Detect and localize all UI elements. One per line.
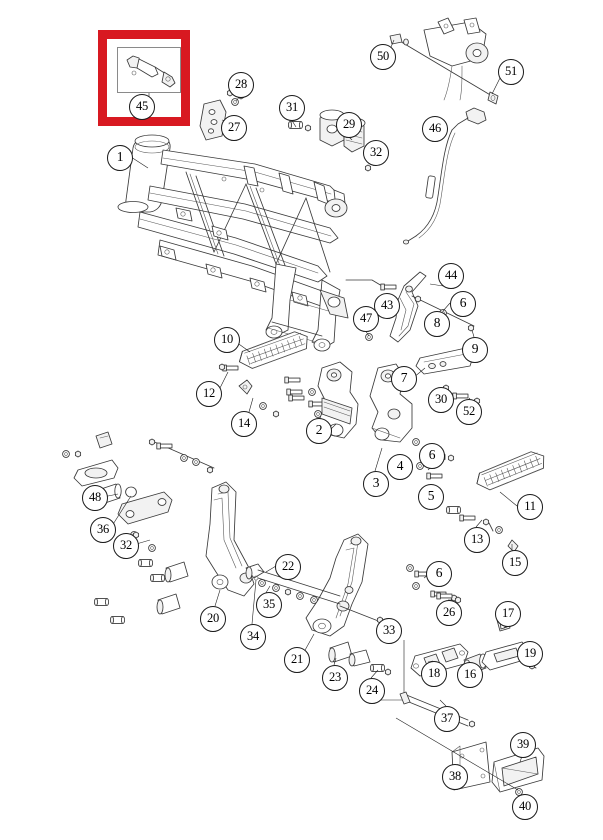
callout-6[interactable]: 6: [450, 291, 476, 317]
part-21-art: [305, 533, 369, 637]
detail-45-art: [126, 55, 176, 100]
callout-12[interactable]: 12: [196, 381, 222, 407]
callout-18[interactable]: 18: [421, 661, 447, 687]
callout-52[interactable]: 52: [456, 399, 482, 425]
callout-6[interactable]: 6: [419, 443, 445, 469]
callout-19[interactable]: 19: [517, 641, 543, 667]
callout-36[interactable]: 36: [90, 517, 116, 543]
part-27-28-art: [199, 89, 245, 141]
small-hardware-right: [406, 506, 519, 602]
callout-16[interactable]: 16: [457, 662, 483, 688]
callout-32[interactable]: 32: [363, 140, 389, 166]
callout-31[interactable]: 31: [279, 95, 305, 121]
callout-45[interactable]: 45: [129, 94, 155, 120]
callout-35[interactable]: 35: [256, 592, 282, 618]
callout-6[interactable]: 6: [426, 561, 452, 587]
callout-26[interactable]: 26: [436, 600, 462, 626]
callout-47[interactable]: 47: [353, 306, 379, 332]
callout-39[interactable]: 39: [510, 732, 536, 758]
callout-17[interactable]: 17: [495, 601, 521, 627]
callout-27[interactable]: 27: [221, 115, 247, 141]
callout-33[interactable]: 33: [376, 618, 402, 644]
callout-21[interactable]: 21: [284, 647, 310, 673]
callout-40[interactable]: 40: [512, 794, 538, 820]
part-12-14-art: [218, 363, 325, 418]
part-20-art: [205, 481, 255, 597]
callout-44[interactable]: 44: [438, 263, 464, 289]
callout-3[interactable]: 3: [363, 471, 389, 497]
callout-8[interactable]: 8: [424, 311, 450, 337]
frame-assembly: [117, 134, 349, 352]
callout-14[interactable]: 14: [231, 411, 257, 437]
callout-11[interactable]: 11: [517, 494, 543, 520]
part-11-art: [473, 449, 548, 492]
callout-15[interactable]: 15: [502, 550, 528, 576]
part-38-39-40-art: [395, 717, 545, 804]
callout-46[interactable]: 46: [422, 116, 448, 142]
part-23-24-art: [328, 640, 405, 701]
callout-48[interactable]: 48: [82, 485, 108, 511]
callout-2[interactable]: 2: [306, 418, 332, 444]
callout-23[interactable]: 23: [322, 665, 348, 691]
part-48-36-32-art: [62, 431, 215, 624]
callout-22[interactable]: 22: [275, 554, 301, 580]
part-7-art: [415, 347, 481, 405]
part-46-art: [402, 107, 487, 245]
callout-34[interactable]: 34: [240, 624, 266, 650]
callout-43[interactable]: 43: [374, 293, 400, 319]
callout-38[interactable]: 38: [442, 764, 468, 790]
detail-frame-45: [117, 47, 181, 93]
callout-37[interactable]: 37: [434, 706, 460, 732]
part-50-51-art: [389, 17, 499, 105]
callout-29[interactable]: 29: [336, 112, 362, 138]
part-22-art: [245, 563, 387, 625]
callout-24[interactable]: 24: [359, 678, 385, 704]
callout-30[interactable]: 30: [428, 387, 454, 413]
callout-20[interactable]: 20: [200, 606, 226, 632]
callout-7[interactable]: 7: [391, 366, 417, 392]
callout-9[interactable]: 9: [462, 337, 488, 363]
callout-28[interactable]: 28: [228, 72, 254, 98]
callout-32[interactable]: 32: [113, 533, 139, 559]
callout-51[interactable]: 51: [498, 59, 524, 85]
callout-10[interactable]: 10: [214, 327, 240, 353]
part-2-art: [284, 361, 359, 439]
callout-4[interactable]: 4: [387, 454, 413, 480]
callout-50[interactable]: 50: [370, 44, 396, 70]
callout-5[interactable]: 5: [418, 484, 444, 510]
callout-13[interactable]: 13: [464, 527, 490, 553]
callout-1[interactable]: 1: [107, 145, 133, 171]
